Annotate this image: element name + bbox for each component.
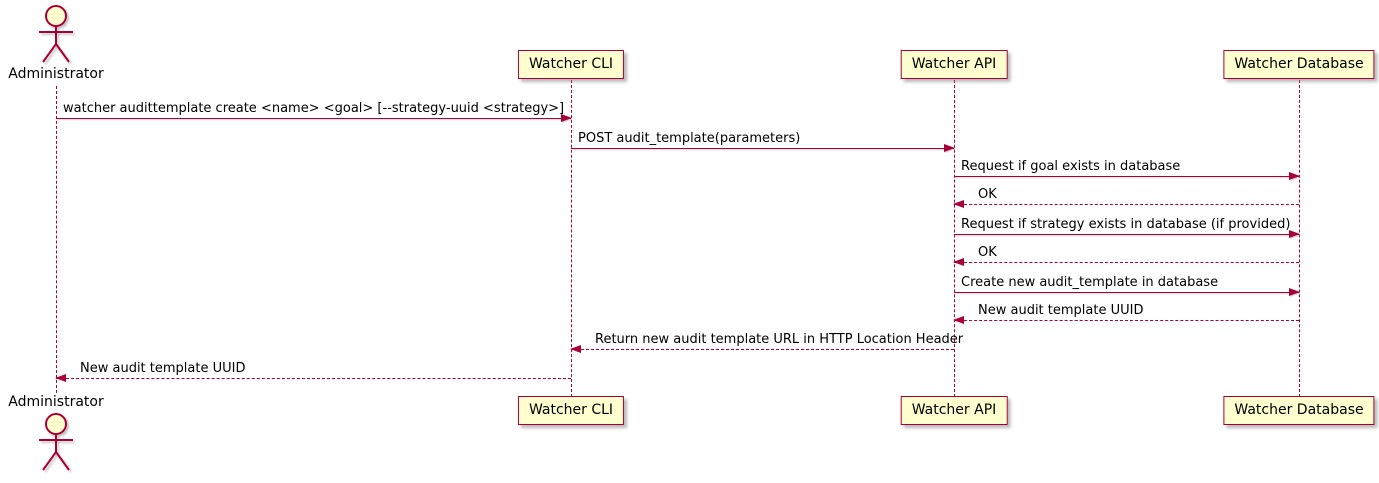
message-line <box>954 172 1300 180</box>
message-label: Return new audit template URL in HTTP Lo… <box>595 332 964 347</box>
arrowhead-icon <box>944 144 955 152</box>
message-request-strategy-exists: Request if strategy exists in database (… <box>954 217 1300 238</box>
message-label: New audit template UUID <box>978 303 1144 318</box>
message-line <box>56 114 572 122</box>
arrowhead-icon <box>570 345 581 353</box>
lifeline-watcher-cli <box>571 80 572 397</box>
message-line <box>571 144 955 152</box>
message-line <box>953 316 1299 324</box>
participant-watcher-database-bottom: Watcher Database <box>1223 396 1375 425</box>
message-line <box>55 374 571 382</box>
message-line <box>954 288 1300 296</box>
arrowhead-icon <box>953 316 964 324</box>
message-create-audit-template-db: Create new audit_template in database <box>954 275 1300 296</box>
message-ok-goal: OK <box>953 187 1299 208</box>
message-create-audittemplate: watcher audittemplate create <name> <goa… <box>56 101 572 122</box>
message-label: watcher audittemplate create <name> <goa… <box>63 101 565 116</box>
message-line <box>954 230 1300 238</box>
lifeline-watcher-api <box>954 80 955 397</box>
participant-watcher-database-top: Watcher Database <box>1223 50 1375 79</box>
message-label: Request if strategy exists in database (… <box>961 217 1291 232</box>
participant-watcher-cli-bottom: Watcher CLI <box>517 396 625 425</box>
message-label: New audit template UUID <box>80 361 246 376</box>
participant-watcher-cli-top: Watcher CLI <box>517 50 625 79</box>
message-post-audit-template: POST audit_template(parameters) <box>571 131 955 152</box>
arrowhead-icon <box>1289 288 1300 296</box>
arrowhead-icon <box>953 258 964 266</box>
message-request-goal-exists: Request if goal exists in database <box>954 159 1300 180</box>
message-line <box>953 200 1299 208</box>
message-label: OK <box>978 245 997 260</box>
arrowhead-icon <box>1289 230 1300 238</box>
message-new-uuid-to-admin: New audit template UUID <box>55 361 571 382</box>
arrowhead-icon <box>1289 172 1300 180</box>
lifeline-watcher-database <box>1299 80 1300 397</box>
message-label: Create new audit_template in database <box>961 275 1219 290</box>
message-label: Request if goal exists in database <box>961 159 1181 174</box>
arrowhead-icon <box>55 374 66 382</box>
message-new-uuid-from-db: New audit template UUID <box>953 303 1299 324</box>
lifeline-administrator <box>56 86 57 393</box>
actor-label: Administrator <box>8 66 104 82</box>
message-label: OK <box>978 187 997 202</box>
message-line <box>570 345 954 353</box>
message-line <box>953 258 1299 266</box>
actor-icon <box>39 413 73 471</box>
arrowhead-icon <box>953 200 964 208</box>
actor-label: Administrator <box>8 394 104 410</box>
participant-watcher-api-bottom: Watcher API <box>900 396 1008 425</box>
message-return-url-location-header: Return new audit template URL in HTTP Lo… <box>570 332 964 353</box>
arrowhead-icon <box>561 114 572 122</box>
participant-watcher-api-top: Watcher API <box>900 50 1008 79</box>
message-label: POST audit_template(parameters) <box>578 131 801 146</box>
actor-icon <box>39 5 73 63</box>
message-ok-strategy: OK <box>953 245 1299 266</box>
